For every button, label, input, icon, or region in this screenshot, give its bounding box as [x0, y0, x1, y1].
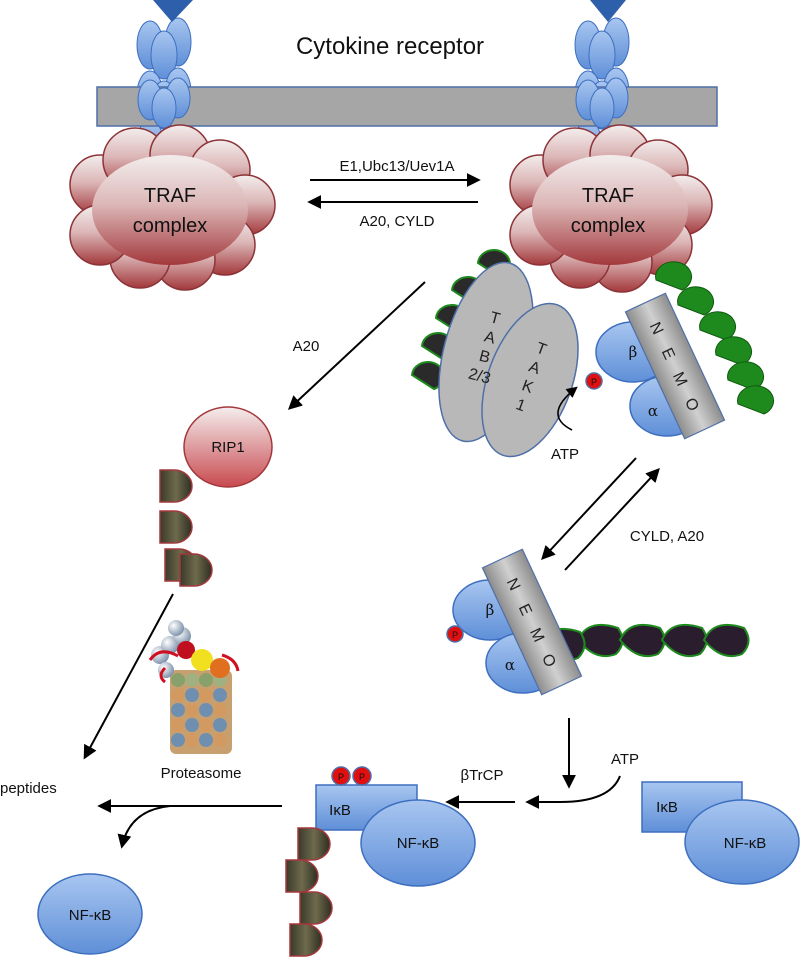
nfkb-release-arrow	[117, 805, 171, 849]
nemo-lower-beta-label: β	[486, 601, 495, 619]
proteasome-label: Proteasome	[161, 765, 242, 782]
traf-left-line2: complex	[133, 215, 207, 237]
tab-letter-2: A	[482, 328, 497, 347]
nfkb-free	[37, 873, 143, 955]
atp-label-lower: ATP	[611, 751, 639, 768]
cytokine-receptor-label: Cytokine receptor	[296, 33, 484, 60]
atp-curve-arrow	[557, 386, 578, 431]
rip1-protein	[183, 406, 273, 488]
peptides-label: peptides	[0, 780, 57, 797]
phospho-ikb-1-label: P	[338, 772, 344, 782]
a20-label: A20	[293, 338, 320, 355]
a20-cyld-label: A20, CYLD	[359, 213, 434, 230]
ikb-ubiquitin-chain	[285, 827, 333, 957]
atp-lower-curve	[525, 775, 621, 809]
phospho-upper-label: P	[591, 377, 597, 387]
traf-complex-left: TRAF complex	[69, 124, 276, 291]
nfkb-right	[684, 799, 800, 885]
phospho-lower	[446, 625, 464, 643]
ikb-right-label: IκB	[656, 799, 678, 816]
tab-letter-4: 2/3	[466, 366, 492, 388]
a20-arrow	[287, 281, 426, 410]
nemo-lower-alpha-label: α	[505, 656, 515, 674]
nemo-green-ubiquitin-chain	[655, 261, 775, 415]
tab-letter-3: B	[477, 348, 492, 367]
nemo-lower-m: M	[526, 626, 547, 645]
traf-right-line1: TRAF	[582, 185, 634, 207]
traf-complex-right: TRAF complex	[509, 124, 713, 293]
rip1-ubiquitin-chain	[159, 469, 213, 587]
nfkb-free-label: NF-κB	[69, 907, 112, 924]
nemo-upper-m: M	[669, 370, 690, 389]
phospho-ikb-1	[331, 766, 351, 786]
degradation-arrow	[83, 593, 174, 760]
nemo-upper-alpha-label: α	[648, 402, 658, 420]
e1-ubc13-label: E1,Ubc13/Uev1A	[339, 158, 454, 175]
nemo-upper-beta-label: β	[629, 343, 638, 361]
traf-left-line1: TRAF	[144, 185, 196, 207]
ikb-middle-label: IκB	[329, 802, 351, 819]
phospho-lower-label: P	[452, 630, 458, 640]
nemo-up-arrow	[564, 467, 660, 571]
nfkb-middle	[360, 799, 476, 887]
nfkb-right-label: NF-κB	[724, 835, 767, 852]
nemo-upper-bar	[624, 292, 726, 440]
phospho-upper	[585, 372, 603, 390]
nemo-down-arrow	[541, 457, 637, 561]
traf-right-line2: complex	[571, 215, 645, 237]
tab-letter-1: T	[488, 309, 502, 328]
proteasome-icon	[148, 620, 240, 754]
nemo-lower-bar	[481, 548, 583, 696]
rip1-label: RIP1	[211, 439, 244, 456]
nfkb-middle-label: NF-κB	[397, 835, 440, 852]
phospho-ikb-2	[352, 766, 372, 786]
btrcp-label: βTrCP	[460, 767, 503, 784]
atp-label-upper: ATP	[551, 446, 579, 463]
phospho-ikb-2-label: P	[359, 772, 365, 782]
cyld-a20-label: CYLD, A20	[630, 528, 704, 545]
